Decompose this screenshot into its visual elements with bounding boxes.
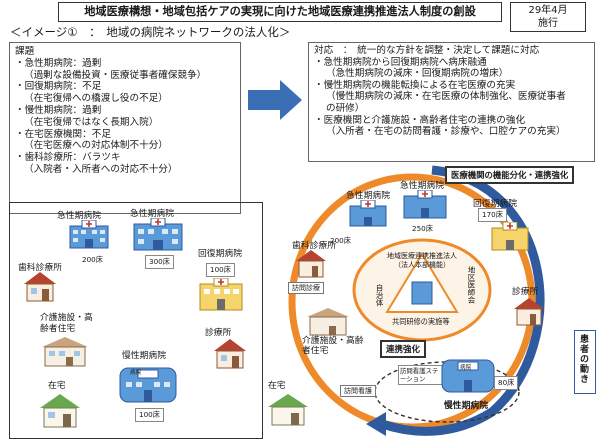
corporation-subtitle: （法人本部機能） — [394, 261, 450, 269]
home-visit-tag: 訪問診療 — [288, 282, 324, 294]
home-icon — [268, 394, 308, 426]
hospital-building-icon — [199, 278, 243, 311]
hospital-building-icon — [133, 218, 183, 251]
house-icon — [214, 339, 246, 369]
right-arrow-icon — [248, 80, 302, 120]
care-facility-icon — [307, 308, 349, 336]
hospital-building-icon — [349, 200, 387, 227]
recovery-hospital-label: 回復期病院 — [198, 249, 242, 259]
issues-panel: 課題 ・急性期病院：過剰 （過剰な設備投資・医療従事者確保競争） ・回復期病院：… — [9, 42, 241, 214]
issue-label: ・急性期病院：過剰 — [15, 57, 102, 69]
issue-detail: （過剰な設備投資・医療従事者確保競争） — [24, 69, 207, 81]
acute-hospital-label: 急性期病院 — [130, 209, 174, 219]
effective-date-line1: 29年4月 — [528, 5, 568, 16]
clinic-label: 診療所 — [512, 287, 539, 297]
beds-badge: 300床 — [145, 255, 174, 269]
solutions-panel: 対応 ： 統一的な方針を調整・決定して課題に対応 ・急性期病院から回復期病院へ病… — [308, 42, 595, 162]
beds-badge: 100床 — [135, 408, 164, 422]
chronic-hospital-label: 慢性期病院 — [122, 351, 166, 361]
joint-training-label: 共同研修の実施等 — [392, 317, 450, 326]
issue-detail: （入院者・入所者への対応不十分） — [24, 163, 178, 175]
nursing-station-label: 訪問看護ステーション — [398, 365, 446, 385]
house-icon — [296, 250, 326, 278]
clinic-label: 診療所 — [205, 328, 232, 338]
house-icon — [24, 272, 56, 302]
care-facility-label: 介護施設・高齢者住宅 — [40, 313, 94, 335]
chronic-hospital-label: 慢性期病院 — [444, 401, 488, 411]
recovery-hospital-label: 回復期病院 — [473, 199, 517, 209]
hospital-building-icon — [441, 359, 495, 393]
home-icon — [40, 394, 80, 428]
corporation-title: 地域医療連携推進法人 — [387, 252, 457, 260]
issue-detail: （在宅復帰ではなく長期入院） — [24, 116, 159, 128]
issue-label: ・歯科診療所：バラツキ — [15, 152, 121, 164]
solution-detail: （入所者・在宅の訪問看護・診療や、口腔ケアの充実） — [326, 126, 566, 138]
page-title: 地域医療構想・地域包括ケアの実現に向けた地域医療連携推進法人制度の創設 — [58, 2, 502, 22]
local-government-label: 自治体 — [375, 284, 384, 307]
beds-label: 250床 — [412, 224, 433, 233]
before-network-panel — [9, 202, 263, 439]
medical-association-label: 地区医師会 — [467, 266, 476, 304]
hospital-building-icon — [491, 222, 529, 251]
hospital-building-icon — [403, 190, 447, 219]
solution-label: ・慢性期病院の機能転換による在宅医療の充実 — [314, 79, 516, 91]
hospital-sign: 病院 — [460, 365, 472, 371]
solution-detail: の研修） — [326, 102, 365, 114]
issue-label: ・在宅医療機関：不足 — [15, 128, 111, 140]
hospital-sign: 病院 — [130, 370, 142, 376]
care-facility-text: 介護施設・高齢者住宅 — [40, 313, 93, 334]
corporation-title-block: 地域医療連携推進法人 （法人本部機能） — [372, 252, 472, 270]
solution-detail: （急性期病院の減床・回復期病院の増床） — [326, 68, 509, 80]
beds-badge: 80床 — [494, 376, 519, 390]
cooperation-callout: 連携強化 — [380, 340, 427, 358]
house-icon — [514, 298, 544, 326]
solution-label: ・急性期病院から回復期病院へ病床融通 — [314, 56, 487, 68]
acute-hospital-label: 急性期病院 — [400, 181, 444, 191]
patient-movement-box: 患者の動き — [574, 330, 596, 394]
beds-label: 200床 — [82, 255, 103, 264]
beds-badge: 170床 — [478, 208, 507, 222]
issue-detail: （在宅復帰への橋渡し役の不足） — [24, 93, 168, 105]
beds-badge: 100床 — [206, 263, 235, 277]
hospital-building-icon — [119, 367, 177, 403]
issue-label: ・慢性期病院：過剰 — [15, 104, 102, 116]
issue-label: ・回復期病院：不足 — [15, 81, 102, 93]
function-coordination-callout: 医療機関の機能分化・連携強化 — [445, 166, 575, 184]
care-facility-label: 介護施設・高齢者住宅 — [302, 336, 364, 356]
beds-label: 200床 — [330, 236, 351, 245]
care-facility-icon — [42, 337, 88, 367]
solution-detail: （慢性期病院の減床・在宅医療の体制強化、医療従事者 — [326, 91, 566, 103]
image-caption: ＜イメージ① ： 地域の病院ネットワークの法人化＞ — [10, 25, 291, 39]
effective-date: 29年4月 施行 — [510, 2, 586, 32]
issue-detail: （在宅医療への対応体制不十分） — [24, 140, 168, 152]
solutions-heading: 対応 ： 統一的な方針を調整・決定して課題に対応 — [314, 45, 540, 56]
acute-hospital-label: 急性期病院 — [57, 211, 101, 221]
hospital-building-icon — [69, 220, 109, 249]
home-label: 在宅 — [268, 381, 286, 391]
visit-nursing-tag: 訪問看護 — [340, 385, 376, 397]
dental-clinic-label: 歯科診療所 — [18, 263, 62, 273]
acute-hospital-label: 急性期病院 — [346, 191, 390, 201]
patient-movement-label: 患者の動き — [578, 334, 588, 384]
solution-label: ・医療機関と介護施設・高齢者住宅の連携の強化 — [314, 114, 526, 126]
issues-heading: 課題 — [15, 46, 35, 57]
effective-date-line2: 施行 — [538, 18, 558, 29]
dental-clinic-label: 歯科診療所 — [292, 241, 336, 251]
home-label: 在宅 — [48, 381, 66, 391]
